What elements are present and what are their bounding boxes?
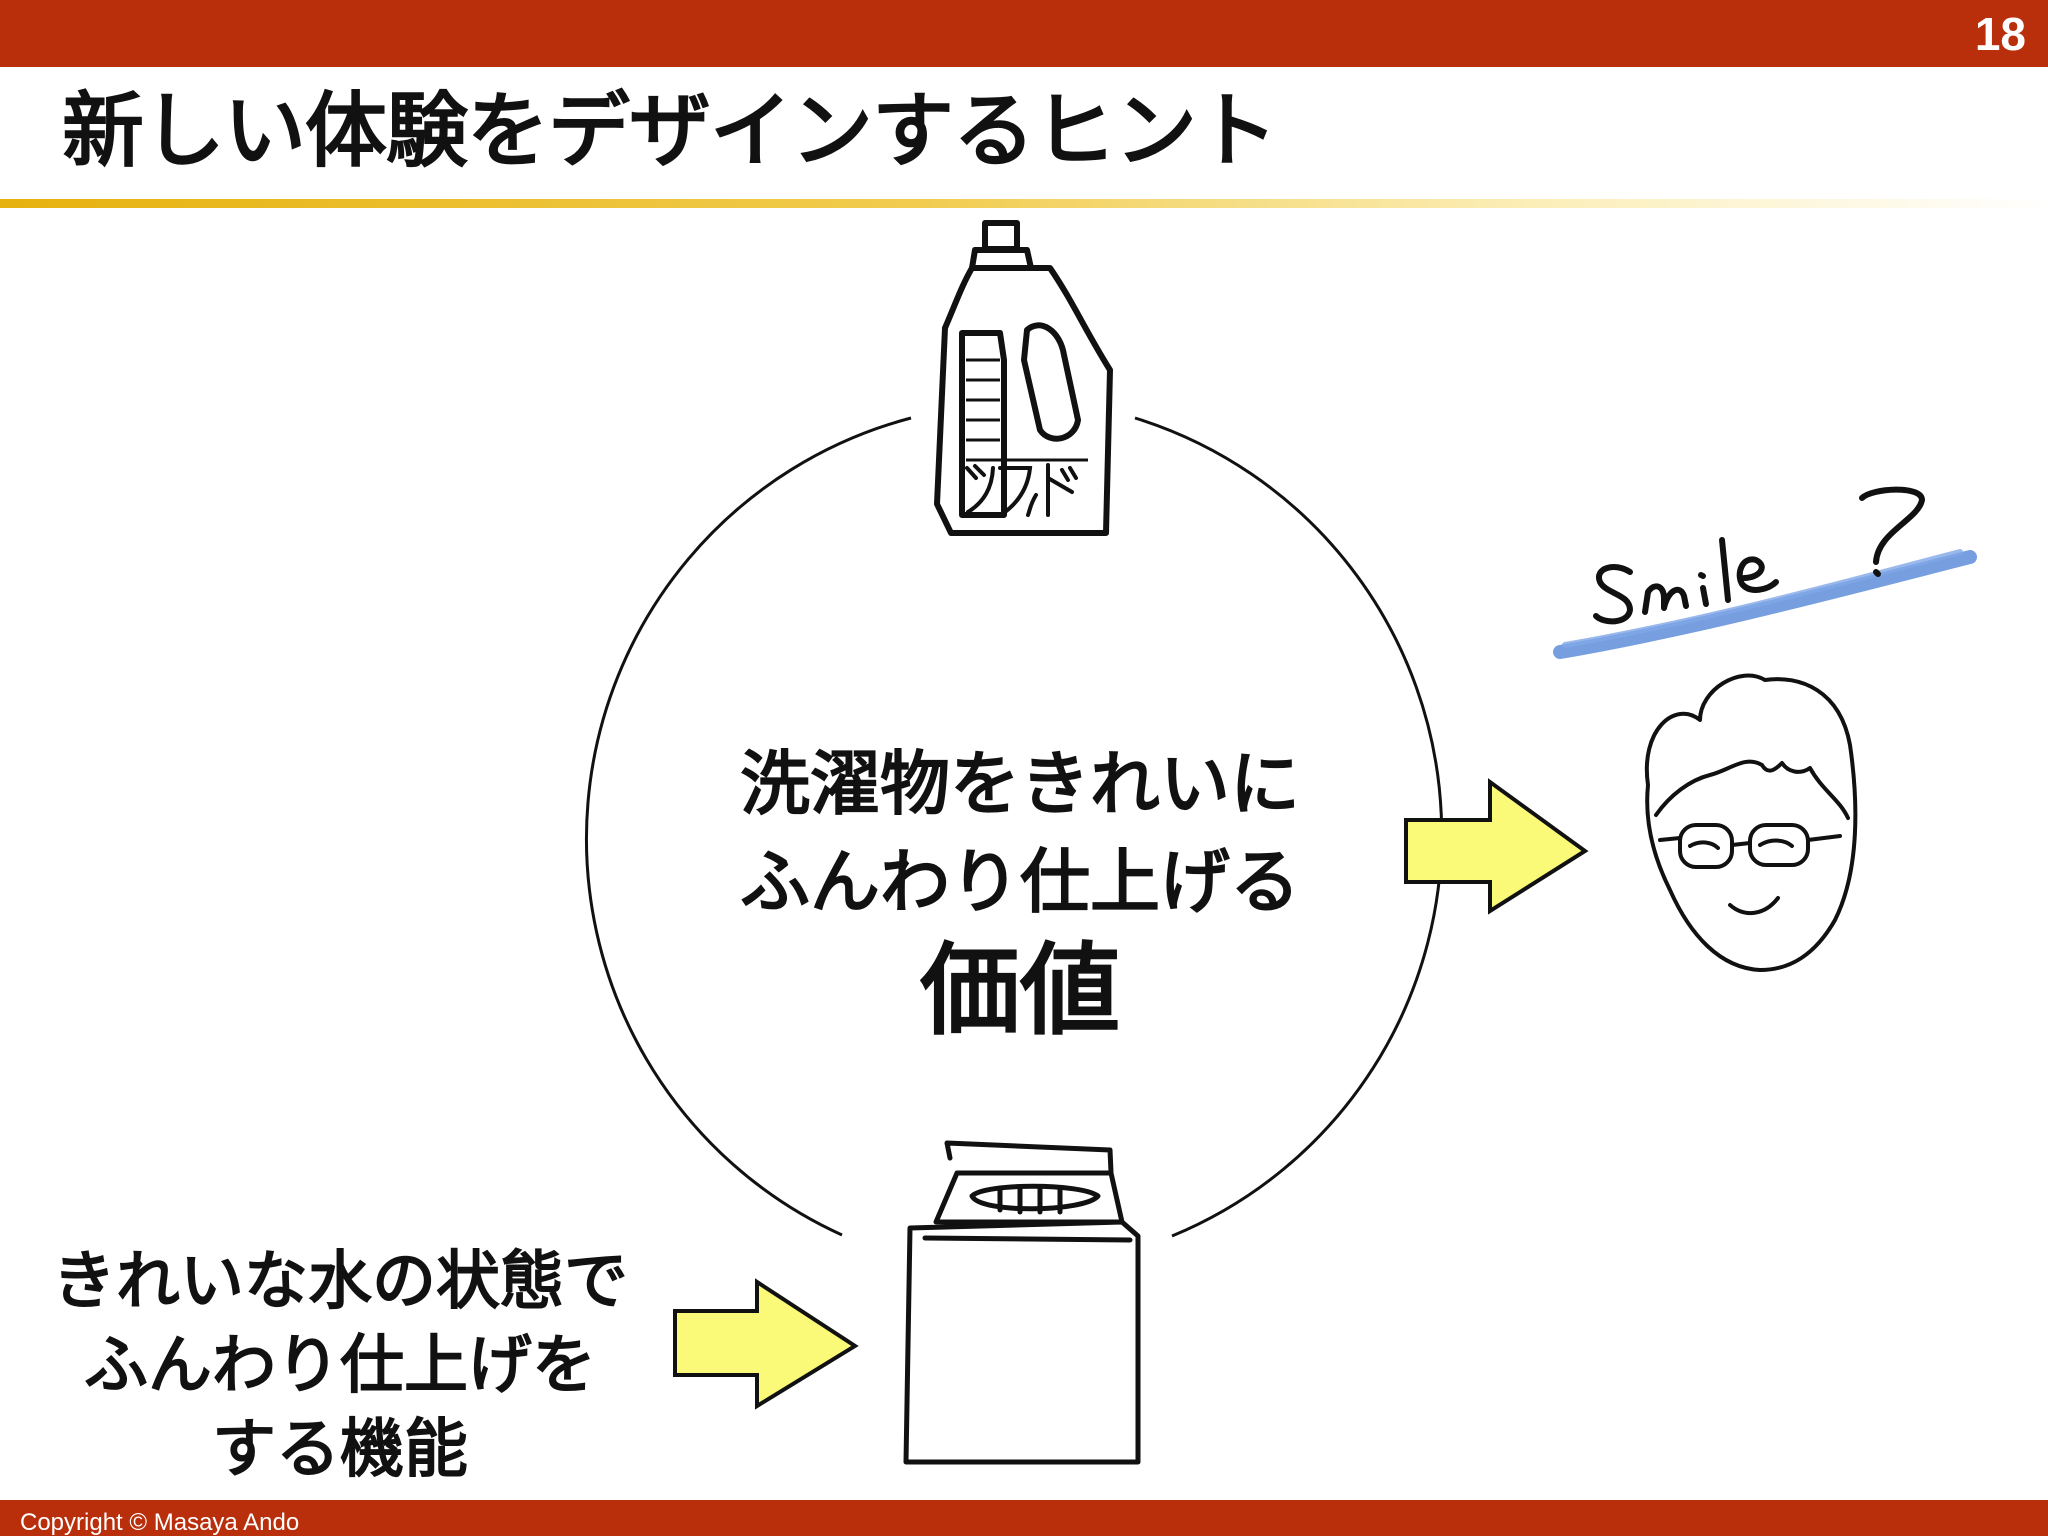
function-line-3: する機能 [212,1413,468,1487]
slide-title: 新しい体験をデザインするヒント [62,84,1278,179]
arrow-right-icon [1404,778,1589,915]
title-underline [0,199,2048,208]
arrow-right-icon [673,1278,859,1410]
value-statement: 洗濯物をきれいに ふんわり仕上げる 価値 [640,735,1400,1051]
footer-bar [0,1500,2048,1536]
washing-machine-icon [903,1140,1141,1465]
smile-text [1593,486,1925,625]
value-line-1: 洗濯物をきれいに [740,743,1300,825]
page-number: 18 [1974,8,2026,60]
smiling-face-icon [1644,673,1858,972]
function-statement: きれいな水の状態で ふんわり仕上げを する機能 [30,1240,650,1492]
smile-scribble [1553,549,1977,659]
softener-bottle-icon [934,220,1113,536]
copyright-text: Copyright © Masaya Ando [20,1509,300,1536]
value-line-2: ふんわり仕上げる [740,841,1300,923]
value-circle [584,416,1444,1238]
bottle-label-text [965,463,1078,517]
value-heading: 価値 [920,932,1120,1049]
header-bar [0,0,2048,67]
function-line-2: ふんわり仕上げを [84,1329,596,1403]
function-line-1: きれいな水の状態で [52,1245,628,1319]
bottle-label-stripes [966,358,1088,462]
